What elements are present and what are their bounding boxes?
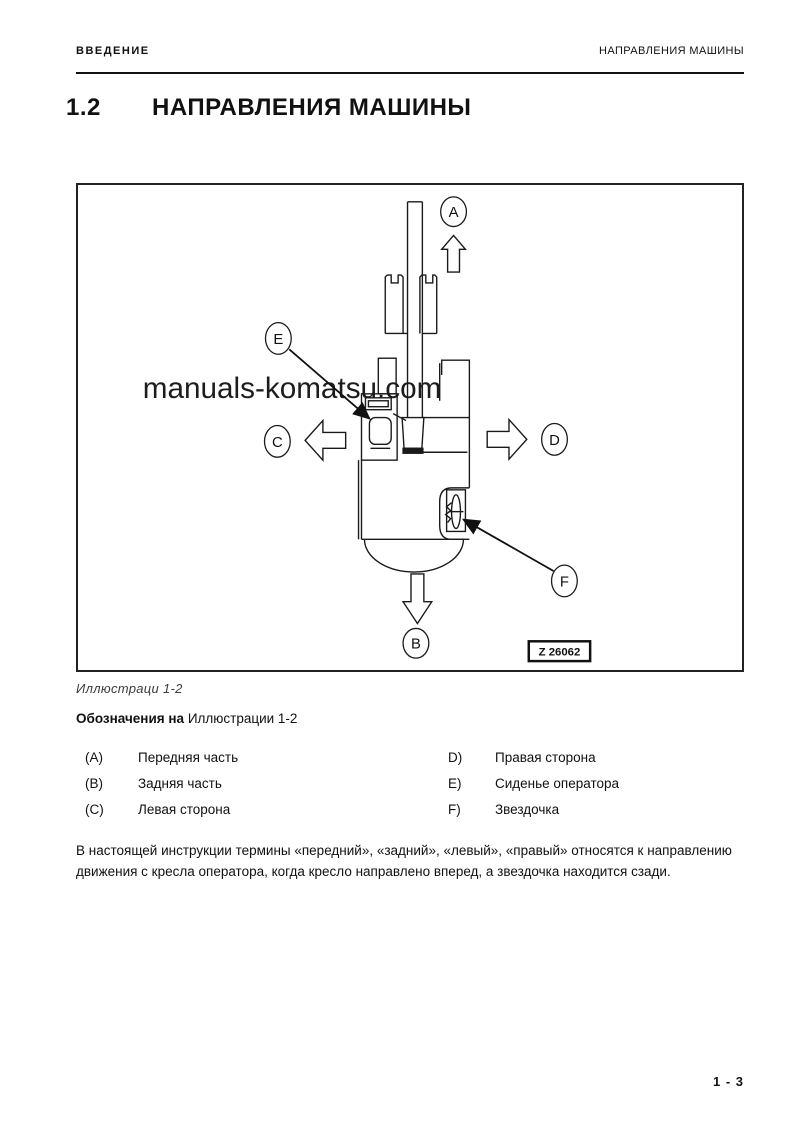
section-title: 1.2 НАПРАВЛЕНИЯ МАШИНЫ (66, 94, 471, 122)
machine-outline (357, 201, 471, 573)
header-chapter: ВВЕДЕНИЕ (76, 45, 150, 57)
arrow-right (486, 417, 528, 461)
legend-key: (B) (85, 776, 103, 791)
legend-key: (C) (85, 802, 104, 817)
marker-rear: B (402, 627, 430, 659)
header-section: НАПРАВЛЕНИЯ МАШИНЫ (599, 45, 744, 57)
legend-heading: Обозначения на Иллюстрации 1-2 (76, 711, 297, 726)
legend-label: Передняя часть (138, 750, 239, 765)
marker-front: A (440, 196, 468, 228)
leader-lines (288, 348, 554, 572)
legend-label: Задняя часть (138, 776, 222, 791)
boom-bracket (384, 274, 438, 335)
marker-seat: E (264, 321, 292, 355)
machine-direction-diagram: manuals-komatsu.com (143, 196, 592, 663)
svg-text:D: D (549, 433, 560, 449)
marker-right: D (540, 422, 569, 456)
page-number: 1 - 3 (712, 1074, 744, 1089)
svg-text:A: A (449, 205, 459, 221)
section-title-text: НАПРАВЛЕНИЯ МАШИНЫ (152, 94, 472, 121)
svg-text:C: C (272, 435, 283, 451)
svg-text:E: E (273, 332, 283, 348)
boom-mount (401, 416, 425, 454)
figure-caption: Иллюстраци 1-2 (76, 681, 183, 696)
legend-label: Звездочка (495, 802, 560, 817)
body-paragraph: В настоящей инструкции термины «передний… (76, 843, 732, 879)
arrow-left (304, 418, 347, 462)
legend-key: E) (448, 776, 462, 791)
svg-text:F: F (560, 574, 569, 590)
sprocket (439, 487, 470, 541)
leader-seat (288, 348, 371, 420)
arrow-rear (401, 573, 434, 625)
legend-key: D) (448, 750, 463, 765)
legend-heading-rest: Иллюстрации 1-2 (187, 711, 298, 726)
marker-sprocket: F (550, 564, 578, 598)
legend-key: (A) (85, 750, 103, 765)
svg-text:B: B (411, 637, 421, 653)
legend-label: Левая сторона (138, 802, 231, 817)
figure-frame: manuals-komatsu.com (76, 183, 744, 672)
header-rule (76, 72, 744, 74)
section-number: 1.2 (66, 94, 101, 121)
leader-sprocket (461, 518, 554, 572)
legend-key: F) (448, 802, 461, 817)
operator-seat (368, 416, 392, 449)
legend-label: Сиденье оператора (495, 776, 620, 791)
machine-body (357, 359, 471, 573)
marker-left: C (263, 424, 291, 458)
legend-heading-bold: Обозначения на (76, 711, 185, 726)
drawing-number-box: Z 26062 (527, 640, 592, 663)
arrow-front (440, 234, 467, 273)
drawing-number: Z 26062 (539, 647, 581, 659)
boom (406, 201, 424, 418)
legend-label: Правая сторона (495, 750, 596, 765)
